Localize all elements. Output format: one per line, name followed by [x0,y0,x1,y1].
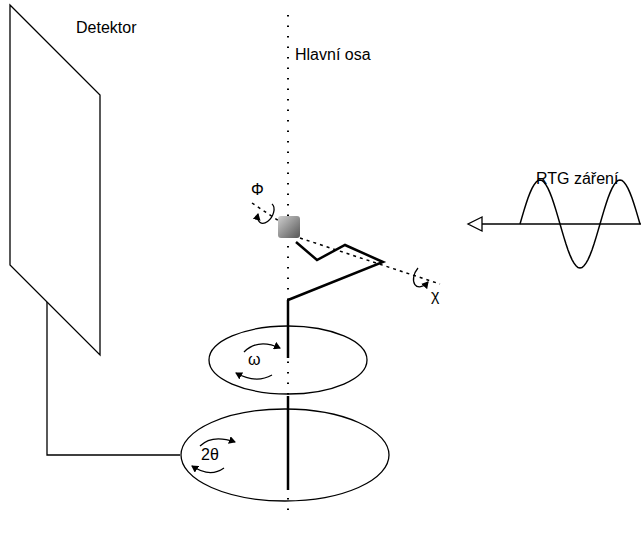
two-theta-rotation-arrow [192,466,224,473]
omega-rotation-arrow [244,344,280,352]
omega-circle: ω [208,325,368,395]
ellipse-outline [208,325,368,395]
detector: Detektor [10,5,100,355]
phi-axis [252,203,282,223]
two-theta-rotation-arrow [200,439,235,446]
xray-label: RTG záření [536,170,618,188]
chi-label: χ [431,287,439,305]
xray-beam [482,223,641,224]
main-axis [287,15,289,515]
goniometer-arm [288,242,383,300]
sample [278,216,300,238]
two-theta-circle: 2θ [180,408,390,502]
axis-label: Hlavní osa [295,46,371,64]
parallelogram-outline [10,5,100,355]
node-label: ω [248,351,261,369]
shaft [287,396,290,490]
node-label: 2θ [201,446,219,464]
xray-wave [520,180,640,268]
node-label: Detektor [76,19,136,37]
chi-axis [300,238,440,284]
connector-line [47,302,180,455]
chi-rotation-arrow [413,268,428,287]
phi-rotation-arrow [258,204,274,223]
xray-arrowhead [468,217,482,231]
phi-label: Φ [251,181,264,199]
omega-rotation-arrow [236,373,272,379]
shaft [287,300,290,358]
